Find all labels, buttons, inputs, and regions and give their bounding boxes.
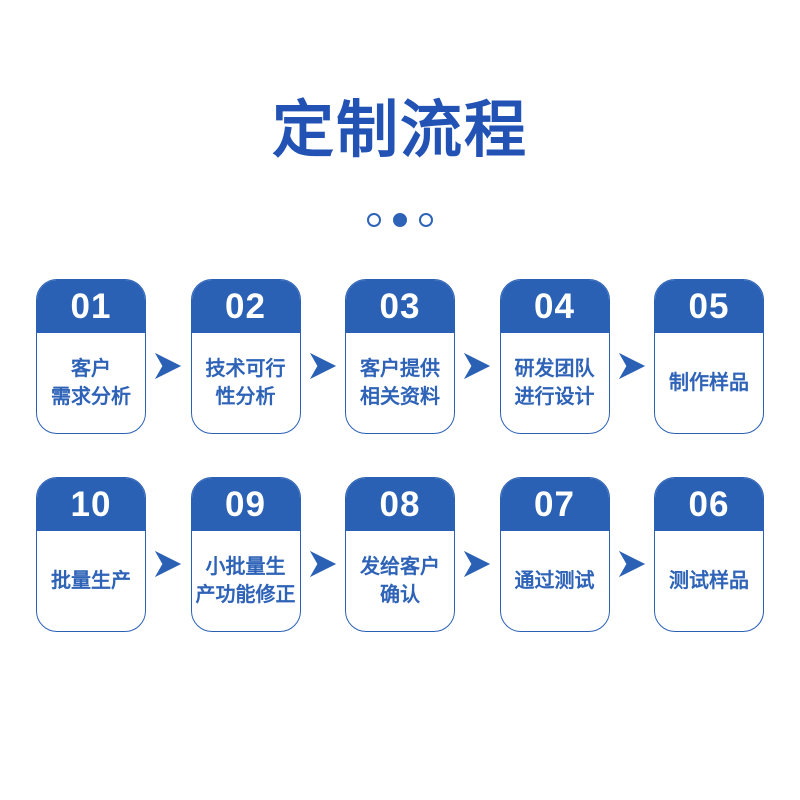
step-label-06: 测试样品 [669,570,749,592]
arrow-right-icon [301,279,346,434]
arrow-right-icon [146,279,191,434]
process-row-bottom: 10 批量生产 09 小批量生 产功能修正 08 发给客户 确认 07 通过测试… [36,477,764,632]
carousel-dot-1[interactable] [367,213,381,227]
step-number-05: 05 [655,280,763,333]
arrow-right-icon [455,477,500,632]
carousel-dots [0,213,800,227]
step-card-08: 08 发给客户 确认 [345,477,455,632]
step-card-03: 03 客户提供 相关资料 [345,279,455,434]
arrow-right-icon [146,477,191,632]
step-label-03: 客户提供 相关资料 [360,358,440,408]
step-number-02: 02 [191,280,300,333]
step-card-06: 06 测试样品 [654,477,764,632]
step-number-08: 08 [346,478,454,531]
step-number-07: 07 [500,478,609,531]
step-number-03: 03 [346,280,454,333]
step-number-09: 09 [191,478,300,531]
carousel-dot-3[interactable] [419,213,433,227]
step-number-04: 04 [500,280,609,333]
step-number-06: 06 [655,478,763,531]
step-label-05: 制作样品 [669,372,749,394]
step-label-04: 研发团队 进行设计 [514,358,595,408]
step-label-01: 客户 需求分析 [51,358,131,408]
step-number-10: 10 [37,478,145,531]
step-label-07: 通过测试 [514,570,595,592]
step-card-05: 05 制作样品 [654,279,764,434]
arrow-right-icon [301,477,346,632]
step-card-04: 04 研发团队 进行设计 [499,279,610,434]
page-title: 定制流程 [271,96,528,165]
step-label-10: 批量生产 [51,570,131,592]
step-card-02: 02 技术可行 性分析 [190,279,301,434]
arrow-right-icon [455,279,500,434]
step-card-01: 01 客户 需求分析 [36,279,146,434]
step-number-01: 01 [37,280,145,333]
step-card-09: 09 小批量生 产功能修正 [190,477,301,632]
step-card-10: 10 批量生产 [36,477,146,632]
step-label-09: 小批量生 产功能修正 [195,556,296,606]
carousel-dot-2-active[interactable] [393,213,407,227]
arrow-right-icon [610,477,655,632]
step-label-08: 发给客户 确认 [360,556,440,606]
step-card-07: 07 通过测试 [499,477,610,632]
step-label-02: 技术可行 性分析 [205,358,286,408]
process-row-top: 01 客户 需求分析 02 技术可行 性分析 03 客户提供 相关资料 04 研… [36,279,764,434]
arrow-right-icon [610,279,655,434]
